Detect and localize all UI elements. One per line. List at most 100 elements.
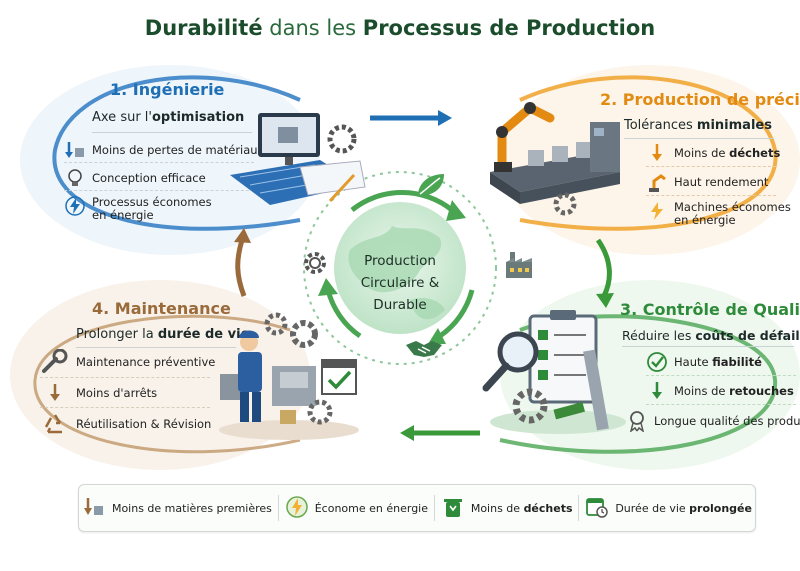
engineering-item-3-text2: en énergie — [92, 208, 154, 222]
summary-separator — [277, 495, 279, 521]
quality-inspection-illustration — [482, 310, 626, 434]
center-line1: Production — [364, 253, 436, 269]
arrow-down-rework-icon — [646, 381, 668, 401]
precision-item-2: Haut rendement — [646, 172, 768, 192]
maintenance-divider — [76, 347, 236, 348]
engineering-item-1: Moins de pertes de matériaux — [64, 140, 264, 160]
summary-separator — [578, 495, 580, 521]
energy-bolt-icon — [64, 196, 86, 216]
quality-item-1-pre: Haute — [674, 355, 713, 369]
precision-item-3: Machines économes en énergie — [646, 201, 791, 227]
factory-icon — [506, 252, 532, 278]
gear-icon — [304, 252, 326, 274]
precision-subtitle-bold: minimales — [696, 118, 772, 133]
summary-energy-text: Économe en énergie — [314, 501, 429, 515]
engineering-subtitle-bold: optimisation — [152, 110, 245, 125]
precision-item-1-pre: Moins de — [674, 146, 730, 160]
summary-waste-pre: Moins de — [470, 501, 524, 515]
quality-title-text: Contrôle de Qualité — [642, 300, 800, 319]
summary-bar: Moins de matières premières Économe en é… — [78, 484, 756, 532]
precision-number: 2. — [600, 90, 618, 109]
quality-sep-2 — [646, 404, 796, 405]
quality-title: 3. Contrôle de Qualité — [620, 300, 800, 319]
engineering-divider — [92, 132, 252, 133]
precision-item-3-text: Machines économes — [674, 200, 791, 214]
maintenance-item-2: Moins d'arrêts — [40, 383, 157, 403]
maintenance-item-1: Maintenance préventive — [40, 349, 216, 373]
quality-item-2-pre: Moins de — [674, 384, 730, 398]
summary-lifetime-pre: Durée de vie — [615, 501, 690, 515]
engineering-number: 1. — [110, 80, 128, 99]
arrow-down-waste-icon — [646, 143, 668, 163]
maintenance-title-text: Maintenance — [114, 299, 231, 318]
maintenance-item-3: Réutilisation & Révision — [40, 414, 211, 434]
summary-waste: Moins de déchets — [441, 495, 573, 522]
maintenance-sep-1 — [40, 377, 210, 378]
page-title: Durabilité dans les Processus de Product… — [0, 16, 800, 40]
maintenance-number: 4. — [92, 299, 110, 318]
arrow-down-materials-icon — [64, 140, 86, 160]
engineering-item-1-text: Moins de pertes de matériaux — [92, 143, 265, 157]
quality-subtitle-pre: Réduire les — [622, 328, 696, 343]
maintenance-subtitle-pre: Prolonger la — [76, 327, 158, 342]
center-label: Production Circulaire & Durable — [340, 250, 460, 316]
handshake-icon — [406, 341, 442, 357]
maintenance-item-2-text: Moins d'arrêts — [76, 386, 158, 400]
quality-item-1: Haute fiabilité — [646, 352, 762, 372]
engineering-item-2-text: Conception efficace — [92, 171, 206, 185]
quality-item-2: Moins de retouches — [646, 381, 794, 401]
robot-arm-icon — [646, 172, 668, 192]
recycle-bin-icon — [441, 495, 465, 522]
engineering-sep-1 — [64, 162, 254, 163]
maintenance-item-3-text: Réutilisation & Révision — [76, 417, 212, 431]
precision-divider — [624, 138, 774, 139]
arrow-down-downtime-icon — [40, 383, 70, 403]
quality-number: 3. — [620, 300, 638, 319]
summary-energy: Économe en énergie — [285, 495, 428, 522]
wrench-icon — [40, 349, 70, 373]
center-line2: Circulaire & Durable — [360, 275, 440, 313]
precision-title: 2. Production de précision — [600, 90, 800, 109]
summary-lifetime-bold: prolongée — [689, 501, 752, 515]
precision-item-3-text2: en énergie — [674, 213, 736, 227]
energy-bolt-icon — [285, 495, 309, 522]
summary-separator — [433, 495, 435, 521]
quality-item-2-bold: retouches — [729, 384, 794, 398]
engineering-subtitle: Axe sur l'optimisation — [92, 110, 244, 125]
maintenance-title: 4. Maintenance — [92, 299, 231, 318]
quality-item-1-bold: fiabilité — [712, 355, 762, 369]
quality-item-3: Longue qualité des produits — [626, 411, 800, 432]
quality-subtitle: Réduire les coûts de défaillance — [622, 328, 800, 343]
precision-sep-2 — [646, 195, 776, 196]
maintenance-worker-illustration — [219, 312, 359, 440]
energy-bolt-icon — [646, 201, 668, 221]
precision-item-1: Moins de déchets — [646, 143, 780, 163]
engineering-subtitle-pre: Axe sur l' — [92, 110, 152, 125]
quality-item-3-text: Longue qualité des produits — [654, 414, 800, 428]
engineering-item-2: Conception efficace — [64, 168, 206, 188]
engineering-sep-2 — [64, 190, 254, 191]
maintenance-sep-2 — [40, 407, 210, 408]
engineering-title: 1. Ingénierie — [110, 80, 224, 99]
maintenance-item-1-text: Maintenance préventive — [76, 355, 216, 369]
engineering-title-text: Ingénierie — [132, 80, 225, 99]
precision-sep-1 — [646, 166, 776, 167]
precision-item-1-bold: déchets — [729, 146, 781, 160]
precision-subtitle-pre: Tolérances — [624, 118, 697, 133]
summary-raw-materials: Moins de matières premières — [82, 496, 272, 521]
lightbulb-icon — [64, 168, 86, 188]
title-part1: Durabilité — [144, 16, 263, 40]
precision-title-text: Production de précision — [622, 90, 800, 109]
engineering-item-3-text: Processus économes — [92, 195, 212, 209]
summary-waste-bold: déchets — [523, 501, 573, 515]
summary-lifetime: Durée de vie prolongée — [585, 495, 752, 522]
engineering-cad-illustration — [230, 113, 366, 205]
quality-sep-1 — [646, 375, 796, 376]
robotic-production-illustration — [490, 102, 620, 216]
quality-divider — [622, 346, 794, 347]
maintenance-subtitle-bold: durée de vie — [157, 327, 250, 342]
calendar-clock-icon — [585, 495, 609, 522]
check-icon — [646, 352, 668, 372]
precision-item-2-text: Haut rendement — [674, 175, 769, 189]
award-ribbon-icon — [626, 411, 648, 432]
